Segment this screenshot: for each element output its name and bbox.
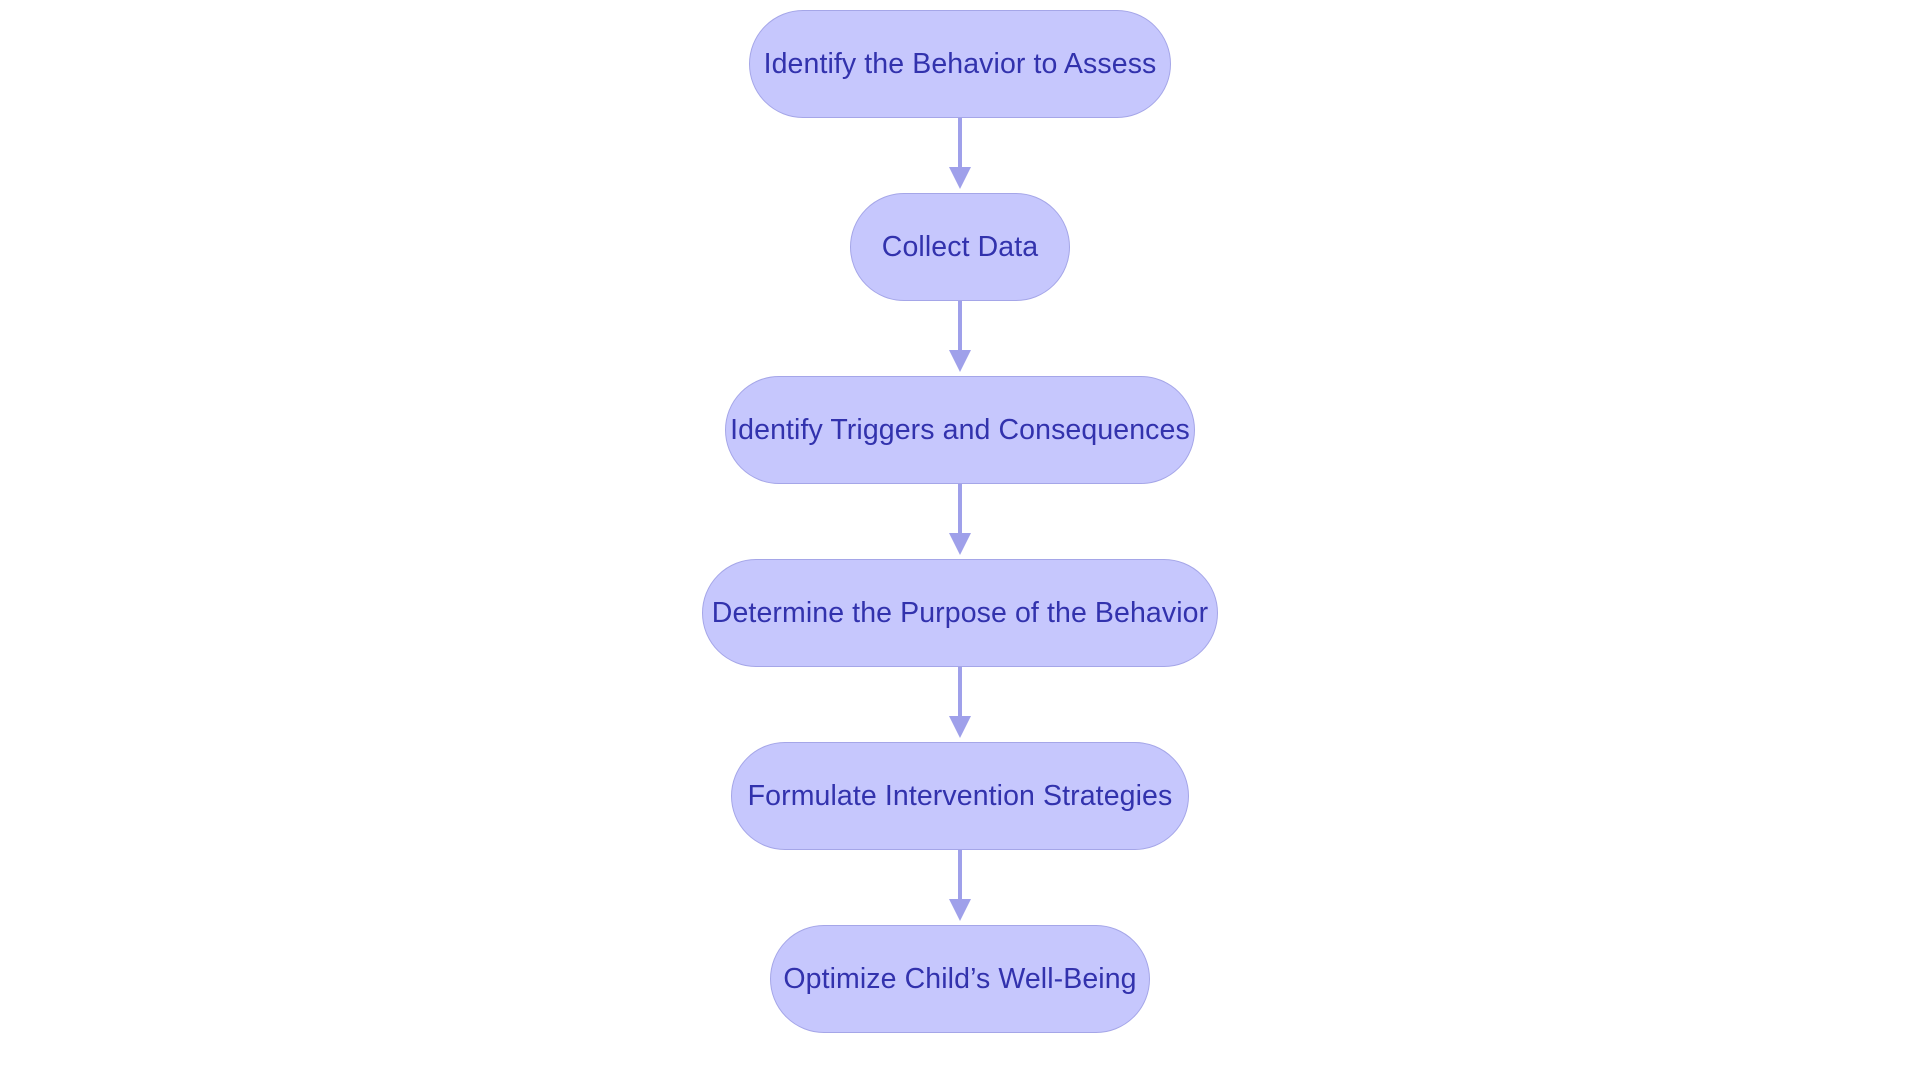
flowchart-node-optimize-wellbeing[interactable]: Optimize Child’s Well-Being — [770, 925, 1150, 1033]
flowchart-connector-arrow — [949, 667, 971, 738]
flowchart-connector-arrow — [949, 118, 971, 189]
flowchart-connector-arrow — [949, 850, 971, 921]
flowchart-node-label: Collect Data — [881, 230, 1039, 263]
flowchart-node-formulate-strategies[interactable]: Formulate Intervention Strategies — [731, 742, 1189, 850]
flowchart-node-collect-data[interactable]: Collect Data — [850, 193, 1070, 301]
flowchart-connector-arrow — [949, 484, 971, 555]
flowchart-node-determine-purpose[interactable]: Determine the Purpose of the Behavior — [702, 559, 1218, 667]
flowchart-node-identify-behavior[interactable]: Identify the Behavior to Assess — [749, 10, 1171, 118]
flowchart-node-label: Determine the Purpose of the Behavior — [711, 596, 1209, 629]
flowchart-node-identify-triggers[interactable]: Identify Triggers and Consequences — [725, 376, 1195, 484]
flowchart-node-label: Identify the Behavior to Assess — [763, 47, 1157, 80]
flowchart-connector-arrow — [949, 301, 971, 372]
flowchart-node-label: Formulate Intervention Strategies — [747, 779, 1173, 812]
flowchart-node-label: Identify Triggers and Consequences — [730, 413, 1190, 446]
flowchart-node-label: Optimize Child’s Well-Being — [783, 962, 1137, 995]
